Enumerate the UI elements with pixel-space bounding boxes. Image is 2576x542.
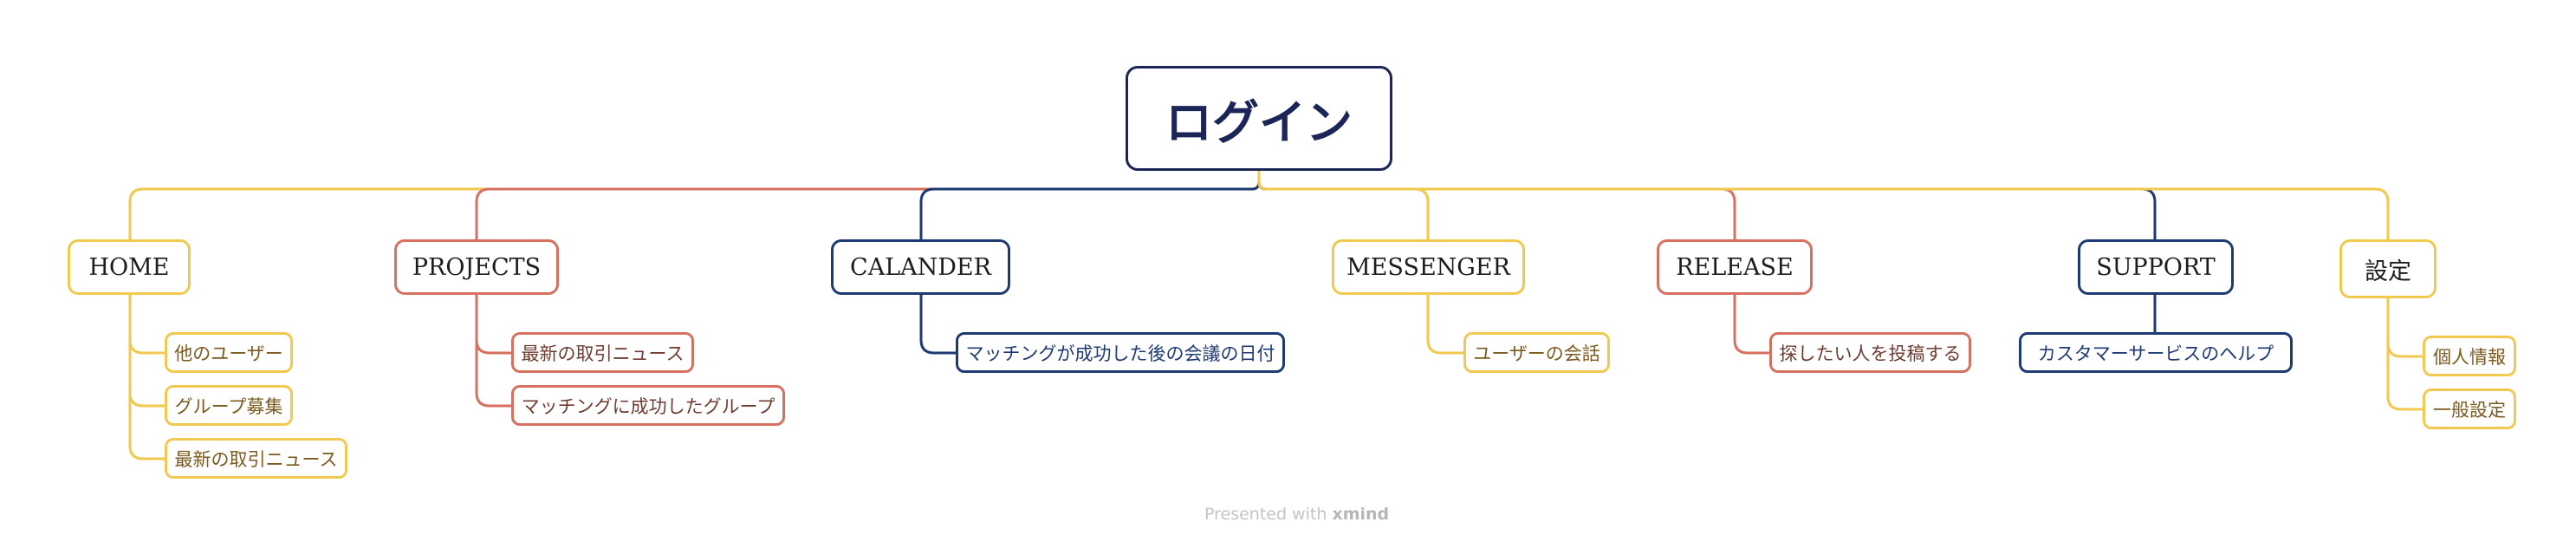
link-release (1257, 171, 1736, 239)
xmind-logo: xmind (1332, 505, 1390, 524)
branch-messenger[interactable]: MESSENGER (1332, 239, 1525, 295)
subtopic-latest-news-home[interactable]: 最新の取引ニュース (165, 438, 347, 479)
subtopic-general-settings[interactable]: 一般設定 (2423, 389, 2516, 429)
link-support (1257, 171, 2157, 239)
link-release-children (1733, 295, 1769, 355)
link-home (128, 171, 1261, 239)
presented-with-footer: Presented with xmind (1204, 505, 1389, 524)
link-settings (1257, 171, 2390, 239)
link-projects-children (475, 295, 511, 408)
branch-calander[interactable]: CALANDER (831, 239, 1010, 295)
link-messenger-children (1426, 295, 1463, 355)
subtopic-group-recruit[interactable]: グループ募集 (165, 385, 293, 426)
subtopic-post-search[interactable]: 探したい人を投稿する (1769, 332, 1971, 373)
branch-release[interactable]: RELEASE (1657, 239, 1813, 295)
link-home-children (128, 295, 165, 460)
branch-projects[interactable]: PROJECTS (394, 239, 559, 295)
root-topic-login[interactable]: ログイン (1126, 66, 1392, 171)
subtopic-other-users[interactable]: 他のユーザー (165, 332, 293, 373)
branch-home[interactable]: HOME (68, 239, 191, 295)
subtopic-latest-news-projects[interactable]: 最新の取引ニュース (511, 332, 694, 373)
subtopic-customer-help[interactable]: カスタマーサービスのヘルプ (2019, 332, 2293, 373)
branch-settings[interactable]: 設定 (2339, 239, 2436, 298)
subtopic-user-conversation[interactable]: ユーザーの会話 (1463, 332, 1610, 373)
branch-support[interactable]: SUPPORT (2078, 239, 2234, 295)
footer-prefix: Presented with (1204, 505, 1327, 524)
link-settings-children (2386, 298, 2423, 411)
link-messenger (1257, 171, 1430, 239)
subtopic-matched-groups[interactable]: マッチングに成功したグループ (511, 385, 785, 426)
subtopic-personal-info[interactable]: 個人情報 (2423, 336, 2516, 376)
link-projects (475, 171, 1261, 239)
link-calander-children (919, 295, 956, 355)
link-calander (919, 171, 1261, 239)
subtopic-meeting-date[interactable]: マッチングが成功した後の会議の日付 (956, 332, 1285, 373)
